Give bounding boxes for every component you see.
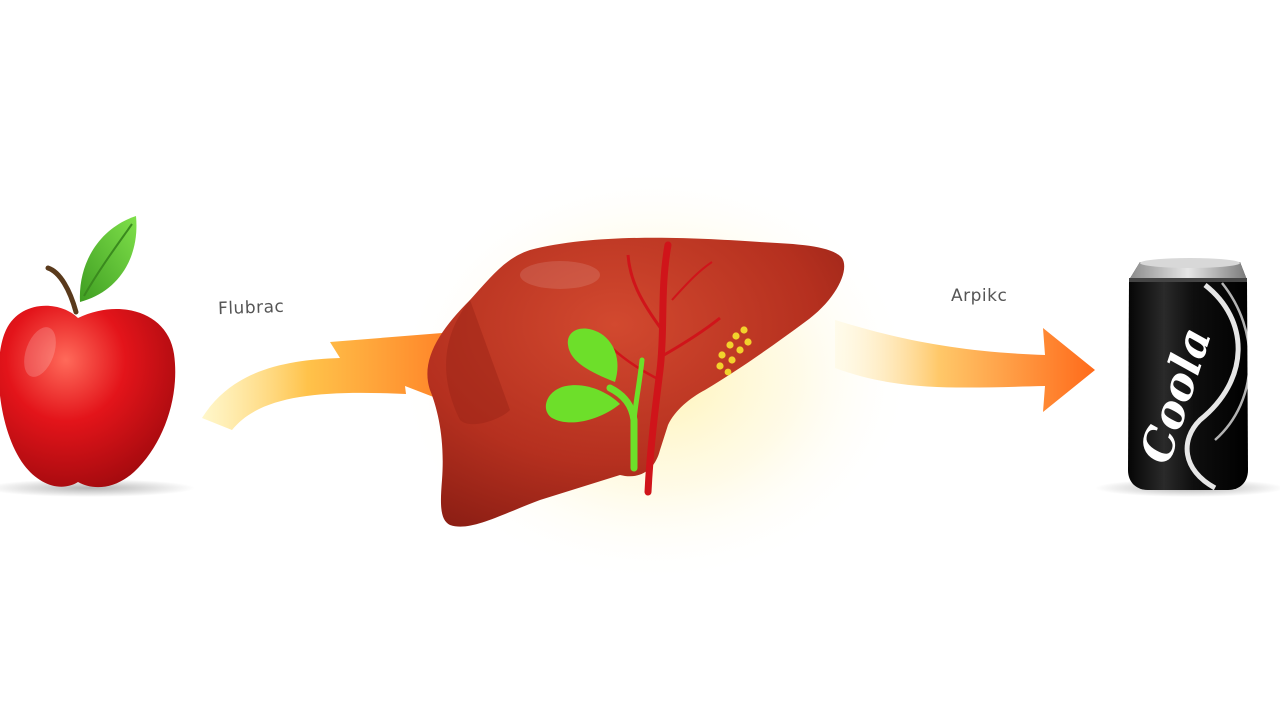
arrow-icon-right: [835, 320, 1095, 412]
arrow-label-right: Arpikc: [951, 286, 1008, 306]
arrow-icon-left: [202, 328, 505, 430]
soda-can-icon: Coola: [1128, 258, 1251, 491]
gallbladder-icon: [545, 328, 645, 472]
fat-droplets: [716, 326, 752, 376]
arrow-label-left: Flubrac: [217, 296, 285, 320]
liver-icon: [427, 237, 845, 527]
apple-icon: [0, 216, 176, 488]
